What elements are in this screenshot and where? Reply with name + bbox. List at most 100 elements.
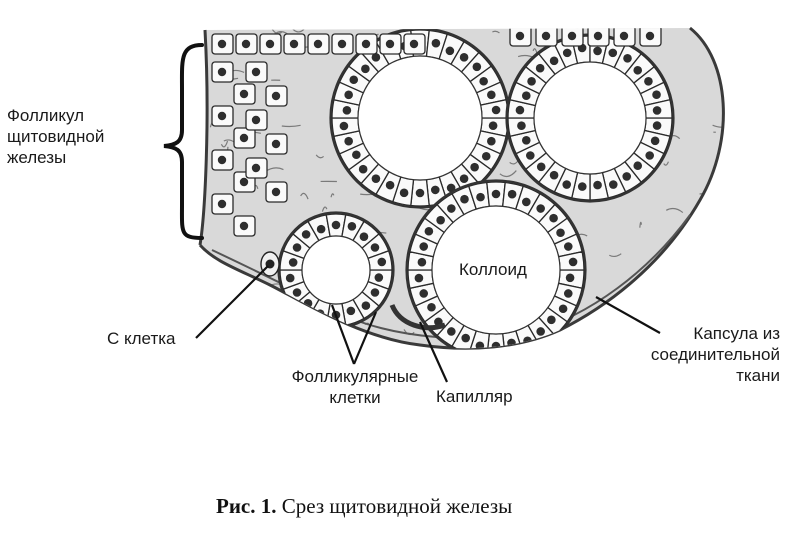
cell-nucleus <box>386 181 395 190</box>
cell-nucleus <box>242 40 250 48</box>
fiber-strand <box>198 180 200 186</box>
fiber-strand <box>651 272 658 273</box>
cell-nucleus <box>527 77 536 86</box>
cell-nucleus <box>652 90 661 99</box>
cell-nucleus <box>537 162 546 171</box>
cell-nucleus <box>646 32 654 40</box>
cell-nucleus <box>594 32 602 40</box>
cell-nucleus <box>492 190 501 199</box>
cell-nucleus <box>293 243 302 252</box>
follicle-label: Фолликул щитовидной железы <box>7 105 104 168</box>
fiber-strand <box>706 23 713 25</box>
cell-nucleus <box>359 165 368 174</box>
cell-nucleus <box>562 180 571 189</box>
cell-nucleus <box>352 150 361 159</box>
cell-nucleus <box>272 188 280 196</box>
fiber-strand <box>534 24 553 28</box>
cell-nucleus <box>415 274 424 283</box>
fiber-strand <box>202 345 207 348</box>
cell-nucleus <box>508 190 517 199</box>
cell-nucleus <box>623 54 632 63</box>
fiber-strand <box>697 229 709 231</box>
cell-nucleus <box>476 193 485 202</box>
cell-nucleus <box>240 222 248 230</box>
cell-nucleus <box>593 47 602 56</box>
cell-nucleus <box>372 174 381 183</box>
cell-nucleus <box>447 204 456 213</box>
cell-nucleus <box>489 121 498 130</box>
cell-nucleus <box>536 204 545 213</box>
cell-nucleus <box>633 66 642 75</box>
cell-nucleus <box>218 68 226 76</box>
cell-nucleus <box>386 40 394 48</box>
cell-nucleus <box>633 161 642 170</box>
cell-nucleus <box>362 301 371 310</box>
cell-nucleus <box>651 136 660 145</box>
cell-nucleus <box>564 289 573 298</box>
capsule-label-line2: соединительной <box>600 344 780 365</box>
cell-nucleus <box>593 181 602 190</box>
cell-nucleus <box>418 258 427 267</box>
fiber-strand <box>225 311 242 316</box>
cell-nucleus <box>470 163 479 172</box>
cell-nucleus <box>479 77 488 86</box>
cell-nucleus <box>492 342 501 351</box>
cell-nucleus <box>419 242 428 251</box>
cell-nucleus <box>317 225 326 234</box>
c-cell-label-text: С клетка <box>107 329 176 348</box>
cell-nucleus <box>487 91 496 100</box>
cell-nucleus <box>240 178 248 186</box>
cell-nucleus <box>290 40 298 48</box>
cell-nucleus <box>517 121 526 130</box>
cell-nucleus <box>371 288 380 297</box>
cell-nucleus <box>549 214 558 223</box>
colloid-lumen <box>302 236 370 304</box>
cell-nucleus <box>332 221 341 230</box>
cell-nucleus <box>340 122 349 131</box>
cell-nucleus <box>252 116 260 124</box>
follicular-cells-label: Фолликулярные клетки <box>265 366 445 408</box>
cell-nucleus <box>432 39 441 48</box>
c-cell-pointer <box>196 266 268 338</box>
cell-nucleus <box>460 195 469 204</box>
cell-nucleus <box>653 106 662 115</box>
fiber-strand <box>494 352 499 356</box>
cell-nucleus <box>536 64 545 73</box>
cell-nucleus <box>608 49 617 58</box>
cell-nucleus <box>522 136 531 145</box>
cell-nucleus <box>377 258 386 267</box>
caption-text: Срез щитовидной железы <box>282 494 513 518</box>
cell-nucleus <box>240 90 248 98</box>
fiber-strand <box>675 247 681 250</box>
cell-nucleus <box>286 274 295 283</box>
cell-nucleus <box>344 91 353 100</box>
cell-nucleus <box>556 228 565 237</box>
cell-nucleus <box>371 243 380 252</box>
colloid-label: Коллоид <box>459 259 527 280</box>
cell-nucleus <box>569 258 578 267</box>
cell-nucleus <box>550 57 559 66</box>
fiber-strand <box>290 347 292 350</box>
cell-nucleus <box>302 230 311 239</box>
follicle-label-line1: Фолликул <box>7 105 104 126</box>
follicular-label-line2: клетки <box>265 387 445 408</box>
cell-nucleus <box>522 198 531 207</box>
cell-nucleus <box>314 40 322 48</box>
cell-nucleus <box>347 307 356 316</box>
cell-nucleus <box>218 156 226 164</box>
fiber-strand <box>658 273 661 278</box>
follicle-label-line3: железы <box>7 147 104 168</box>
cell-nucleus <box>360 232 369 241</box>
fiber-strand <box>701 309 711 311</box>
cell-nucleus <box>578 182 587 191</box>
cell-nucleus <box>218 200 226 208</box>
cell-nucleus <box>252 164 260 172</box>
follicle-bracket <box>164 45 202 238</box>
cell-nucleus <box>218 40 226 48</box>
cell-nucleus <box>645 151 654 160</box>
cell-nucleus <box>460 53 469 62</box>
cell-nucleus <box>622 172 631 181</box>
cell-nucleus <box>218 112 226 120</box>
cell-nucleus <box>416 189 425 198</box>
